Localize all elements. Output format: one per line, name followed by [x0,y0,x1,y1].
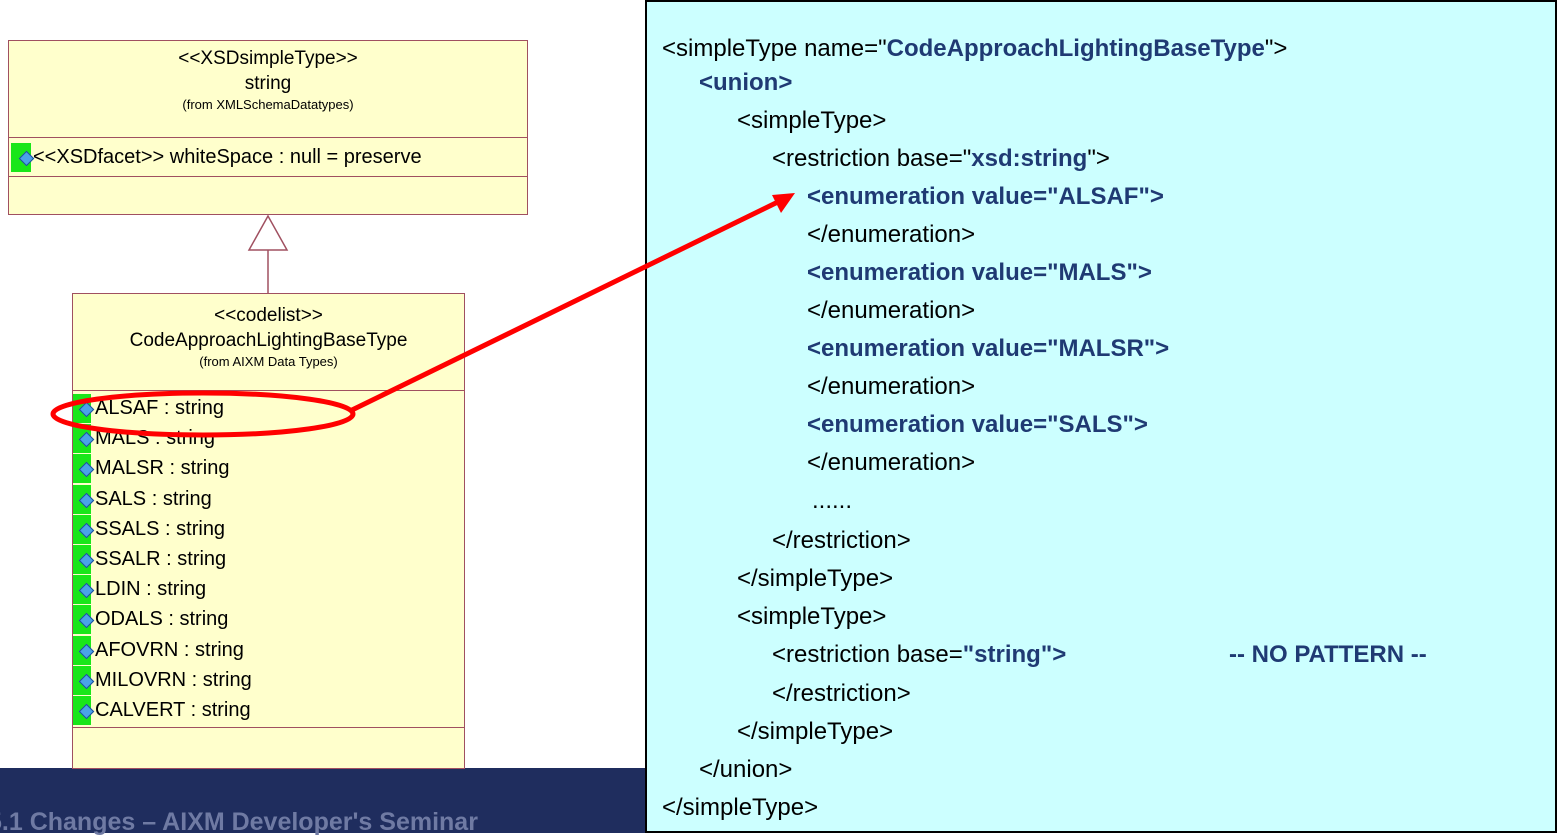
attribute-label: AFOVRN : string [95,638,244,661]
attribute-label: ALSAF : string [95,397,224,419]
code-line: <restriction base="string"> [772,641,1067,668]
attribute-row: AFOVRN : string [73,635,464,665]
code-line: </restriction> [772,680,911,707]
code-line: ...... [812,487,853,514]
code-line: <enumeration value="MALSR"> [807,335,1170,362]
attribute-row: SSALR : string [73,544,464,574]
attribute-label: MILOVRN : string [95,668,252,691]
attribute-label: SALS : string [95,487,212,510]
attribute-row: CALVERT : string [73,695,464,725]
code-line: <enumeration value="SALS"> [807,411,1148,438]
footer-text: 5.1 Changes – AIXM Developer's Seminar [0,808,478,836]
code-line: </restriction> [772,527,911,554]
attribute-label: SSALS : string [95,517,226,540]
code-line: </simpleType> [737,565,894,592]
code-line: <simpleType name="CodeApproachLightingBa… [662,35,1288,62]
footer-band [0,768,645,833]
attribute-compartment: ALSAF : string MALS : string MALSR : str… [73,391,464,728]
attribute-label: LDIN : string [95,578,207,601]
attribute-row: SALS : string [73,484,464,514]
uml-class-string[interactable]: <<XSDsimpleType>> string (from XMLSchema… [8,40,528,215]
attribute-label: ODALS : string [95,608,229,631]
class-header: <<codelist>> CodeApproachLightingBaseTyp… [73,294,464,391]
attribute-row: <<XSDfacet>> whiteSpace : null = preserv… [9,142,527,172]
class-origin: (from AIXM Data Types) [199,354,338,369]
generalization-arrowhead [247,214,289,251]
attribute-compartment: <<XSDfacet>> whiteSpace : null = preserv… [9,138,527,177]
code-line: </simpleType> [662,794,819,821]
code-line: <enumeration value="MALS"> [807,259,1152,286]
code-line: <simpleType> [737,603,887,630]
code-line: </simpleType> [737,718,894,745]
attribute-label: <<XSDfacet>> whiteSpace : null = preserv… [33,146,422,168]
class-name: string [244,73,292,94]
class-name: CodeApproachLightingBaseType [129,330,408,351]
attribute-row: MALSR : string [73,453,464,484]
uml-class-codelist[interactable]: <<codelist>> CodeApproachLightingBaseTyp… [72,293,465,769]
attribute-row: ODALS : string [73,604,464,635]
attribute-row: LDIN : string [73,574,464,605]
xml-code-panel: <simpleType name="CodeApproachLightingBa… [645,0,1557,833]
pointer-arrow-line [350,195,788,413]
class-stereotype: <<XSDsimpleType>> [178,48,358,69]
code-line: </enumeration> [807,449,976,476]
code-line: </union> [699,756,793,783]
pointer-arrowhead [772,193,795,213]
attribute-label: SSALR : string [95,547,227,570]
code-line: <simpleType> [737,107,887,134]
highlight-ellipse [50,390,356,438]
code-line: </enumeration> [807,221,976,248]
code-line: <restriction base="xsd:string"> [772,145,1110,172]
attribute-row: MILOVRN : string [73,665,464,695]
code-line: </enumeration> [807,297,976,324]
class-header: <<XSDsimpleType>> string (from XMLSchema… [9,41,527,138]
class-stereotype: <<codelist>> [214,305,323,326]
code-line: <enumeration value="ALSAF"> [807,183,1164,210]
attribute-label: CALVERT : string [95,698,251,721]
class-origin: (from XMLSchemaDatatypes) [182,97,354,112]
code-line: -- NO PATTERN -- [1229,641,1427,668]
code-line: <union> [699,69,793,96]
attribute-row: SSALS : string [73,514,464,544]
code-line: </enumeration> [807,373,976,400]
attribute-label: MALSR : string [95,457,230,480]
